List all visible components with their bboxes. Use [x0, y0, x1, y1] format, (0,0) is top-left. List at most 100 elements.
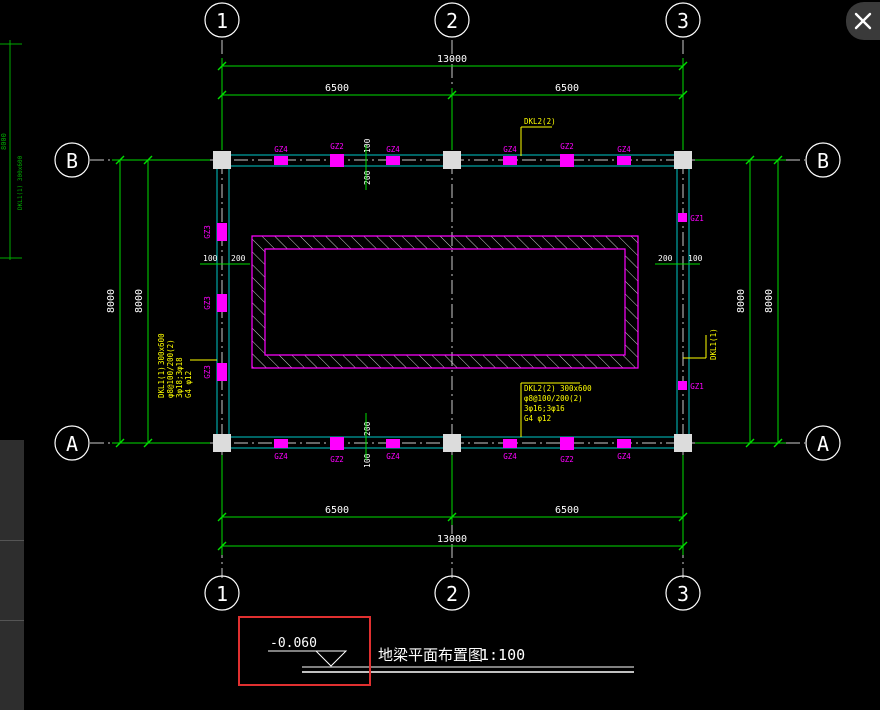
axis-label-2-bottom: 2 — [446, 582, 458, 606]
wall-dim-lines — [200, 145, 700, 460]
wall-dim-bottom-200: 200 — [363, 421, 372, 436]
gz-bottom-6 — [617, 439, 631, 448]
beam-label-dkl2: DKL2(2) — [524, 384, 556, 393]
dimension-texts: 13000 6500 6500 6500 6500 13000 8000 800… — [106, 54, 775, 545]
beam-label-dkl2-size: 300x600 — [560, 384, 592, 393]
gz-bottom-4 — [503, 439, 517, 448]
beam-label-left-dkl1: DKL1(1) — [157, 366, 166, 398]
dim-span-bottom-left: 6500 — [325, 505, 349, 516]
beam-label-dkl2-stirrup: φ8@100/200(2) — [524, 394, 583, 403]
beam-leaders — [190, 126, 707, 437]
gz-bottom-label-2: GZ2 — [330, 455, 344, 464]
axis-lines — [90, 40, 805, 578]
side-panel-divider — [0, 620, 24, 621]
gz-bottom-5 — [560, 437, 574, 450]
pit-hatch — [251, 235, 639, 369]
close-button[interactable] — [846, 2, 880, 40]
wall-dim-left-100: 100 — [203, 254, 218, 263]
close-icon — [854, 12, 872, 30]
gz-top-6 — [617, 156, 631, 165]
beam-label-left-size: 300x600 — [157, 333, 166, 365]
gz-top-3 — [386, 156, 400, 165]
axis-label-3-top: 3 — [677, 9, 689, 33]
gz-top-label-3: GZ4 — [386, 145, 400, 154]
dimension-lines — [112, 58, 786, 555]
gz-top-label-4: GZ4 — [503, 145, 517, 154]
dim-total-bottom: 13000 — [437, 534, 467, 545]
axis-label-3-bottom: 3 — [677, 582, 689, 606]
gz-left-3 — [217, 363, 227, 381]
wall-dim-left-200: 200 — [231, 254, 246, 263]
wall-dim-right-100: 100 — [688, 254, 703, 263]
drawing-title: 地梁平面布置图 — [378, 646, 483, 664]
gz-right-label-2: GZ1 — [690, 382, 704, 391]
gz-left-label-1: GZ3 — [203, 225, 212, 239]
ground-beams — [216, 154, 690, 449]
beam-labels: DKL2(2) DKL2(2) 300x600 φ8@100/200(2) 3φ… — [157, 117, 718, 423]
gz-top-1 — [274, 156, 288, 165]
title-block: -0.060 地梁平面布置图 1:100 — [268, 636, 634, 673]
dim-height-left-outer: 8000 — [106, 289, 117, 313]
gz-top-label-2: GZ2 — [330, 142, 344, 151]
left-edge-fragment: 8000 DKL1(1) 300x600 — [0, 40, 24, 260]
axis-label-b-left: B — [66, 149, 78, 173]
dim-height-right-inner: 8000 — [736, 289, 747, 313]
axis-label-1-top: 1 — [216, 9, 228, 33]
gz-left-label-3: GZ3 — [203, 365, 212, 379]
left-edge-dim: 8000 — [0, 133, 8, 150]
gz-top-2 — [330, 154, 344, 167]
column-a1 — [213, 434, 231, 452]
gz-top-label-6: GZ4 — [617, 145, 631, 154]
gz-bottom-label-5: GZ2 — [560, 455, 574, 464]
gz-bottom-label-3: GZ4 — [386, 452, 400, 461]
construction-column-labels: GZ4 GZ2 GZ4 GZ4 GZ2 GZ4 GZ4 GZ2 GZ4 GZ4 … — [203, 142, 704, 464]
dim-total-top: 13000 — [437, 54, 467, 65]
wall-dim-top-100: 100 — [363, 138, 372, 153]
column-b3 — [674, 151, 692, 169]
dim-span-top-left: 6500 — [325, 83, 349, 94]
gz-bottom-1 — [274, 439, 288, 448]
gz-bottom-label-1: GZ4 — [274, 452, 288, 461]
gz-top-label-5: GZ2 — [560, 142, 574, 151]
wall-dim-top-200: 200 — [363, 170, 372, 185]
side-panel-strip — [0, 440, 24, 710]
axis-labels: 1 2 3 1 2 3 B B A A — [66, 9, 829, 606]
gz-top-label-1: GZ4 — [274, 145, 288, 154]
column-b2 — [443, 151, 461, 169]
axis-label-1-bottom: 1 — [216, 582, 228, 606]
wall-dims: 200 100 200 100 100 200 200 100 — [203, 138, 703, 468]
axis-label-a-left: A — [66, 432, 78, 456]
wall-dim-right-200: 200 — [658, 254, 673, 263]
dim-height-right-outer: 8000 — [764, 289, 775, 313]
gz-top-5 — [560, 154, 574, 167]
beam-label-left-rebar: 3φ18;3φ18 — [175, 357, 184, 398]
highlight-box — [238, 616, 371, 686]
gz-top-4 — [503, 156, 517, 165]
corner-columns — [213, 151, 692, 452]
beam-label-left-side: G4 φ12 — [184, 371, 193, 398]
dim-span-top-right: 6500 — [555, 83, 579, 94]
column-a3 — [674, 434, 692, 452]
construction-columns — [217, 154, 687, 450]
column-b1 — [213, 151, 231, 169]
gz-bottom-3 — [386, 439, 400, 448]
gz-left-2 — [217, 294, 227, 312]
beam-label-right: DKL1(1) — [709, 328, 718, 360]
gz-bottom-2 — [330, 437, 344, 450]
elevation-text: -0.060 — [270, 636, 317, 651]
dim-height-left-inner: 8000 — [134, 289, 145, 313]
wall-dim-bottom-100: 100 — [363, 453, 372, 468]
axis-label-2-top: 2 — [446, 9, 458, 33]
beam-label-dkl2-rebar: 3φ16;3φ16 — [524, 404, 565, 413]
gz-bottom-label-4: GZ4 — [503, 452, 517, 461]
column-a2 — [443, 434, 461, 452]
gz-right-2 — [678, 381, 687, 390]
gz-bottom-label-6: GZ4 — [617, 452, 631, 461]
drawing-scale: 1:100 — [480, 646, 525, 664]
dimension-ticks — [115, 61, 783, 551]
axis-bubbles — [54, 2, 841, 611]
left-edge-label: DKL1(1) 300x600 — [17, 155, 24, 210]
side-panel-divider — [0, 540, 24, 541]
gz-right-label-1: GZ1 — [690, 214, 704, 223]
